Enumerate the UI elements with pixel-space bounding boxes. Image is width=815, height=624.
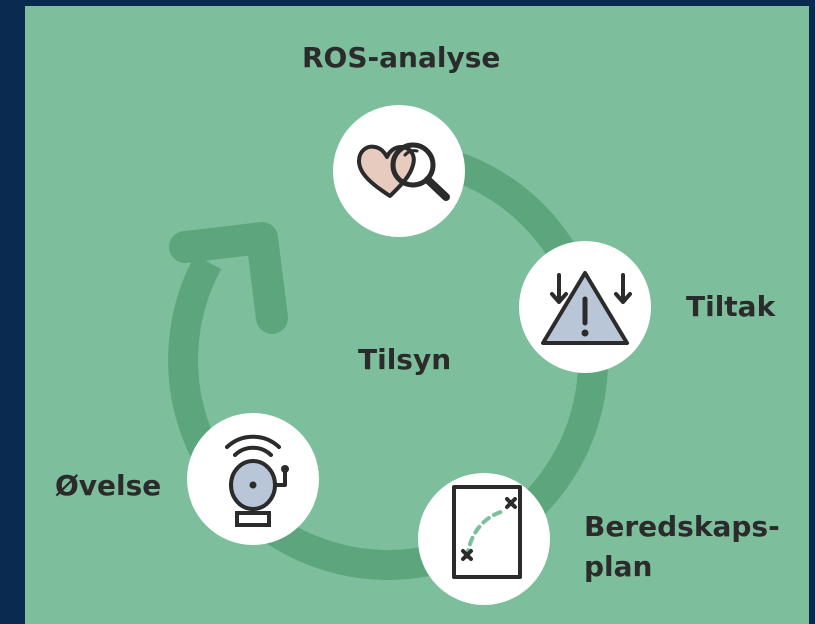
step-label-ovelse: Øvelse [55, 469, 162, 502]
step-label-beredskapsplan-line2: plan [584, 550, 653, 583]
alarm-bell-icon [225, 434, 289, 527]
step-label-tiltak: Tiltak [686, 290, 776, 323]
cycle-arrowhead [169, 222, 288, 334]
center-label-tilsyn: Tilsyn [358, 343, 452, 376]
step-node-beredskapsplan [418, 473, 550, 605]
step-label-beredskapsplan: Beredskaps- plan [584, 507, 780, 587]
step-label-ros-analyse: ROS-analyse [302, 41, 501, 74]
step-node-ovelse [187, 413, 319, 545]
step-node-tiltak [519, 241, 651, 373]
heart-magnifier-icon [357, 142, 450, 201]
step-label-beredskapsplan-line1: Beredskaps- [584, 510, 780, 543]
warning-triangle-arrows-icon [541, 271, 632, 345]
plan-map-icon [452, 485, 522, 579]
step-node-ros-analyse [333, 105, 465, 237]
